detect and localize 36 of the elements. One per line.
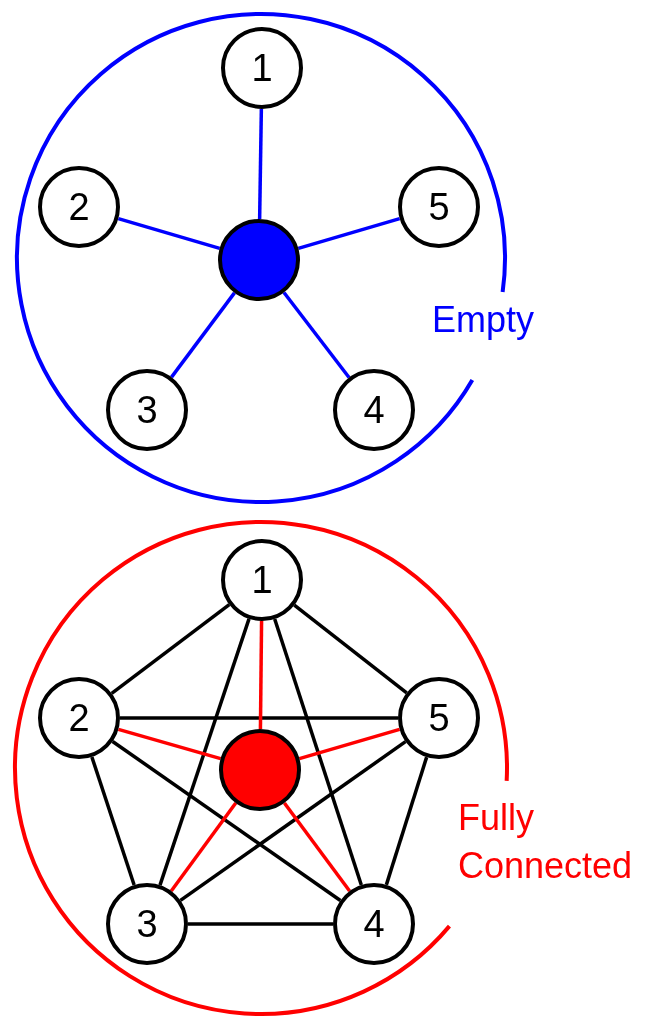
connector-line: [117, 216, 221, 251]
connector-line: [298, 727, 401, 761]
node-circle: [106, 369, 188, 451]
node-number: 4: [363, 391, 385, 429]
node-circle: [333, 883, 415, 965]
connector-line: [90, 756, 136, 886]
connector-line: [283, 801, 351, 893]
connector-line: [297, 216, 401, 251]
connector-line: [110, 603, 231, 695]
connector-line: [179, 740, 407, 902]
connector-line: [169, 802, 238, 892]
node-number: 5: [428, 188, 450, 226]
connector-line: [120, 716, 398, 720]
connector-line: [257, 108, 264, 220]
connector-line: [170, 291, 236, 379]
group-label: Empty: [432, 298, 536, 342]
node-number: 5: [428, 699, 450, 737]
node-number: 4: [363, 905, 385, 943]
connector-line: [258, 621, 264, 729]
node-circle: [106, 883, 188, 965]
group-label: Fully Connected: [458, 796, 634, 888]
node-number: 1: [251, 561, 273, 599]
node-number: 3: [136, 905, 158, 943]
connector-line: [293, 603, 408, 695]
node-number: 1: [251, 49, 273, 87]
connector-line: [117, 727, 222, 761]
node-number: 2: [68, 699, 90, 737]
node-number: 2: [68, 188, 90, 226]
connector-line: [384, 756, 429, 886]
node-circle: [333, 369, 415, 451]
connector-line: [111, 740, 342, 902]
node-number: 3: [136, 391, 158, 429]
connector-line: [188, 922, 333, 926]
connector-line: [282, 291, 351, 379]
connector-line: [158, 618, 251, 886]
connector-line: [273, 618, 363, 886]
